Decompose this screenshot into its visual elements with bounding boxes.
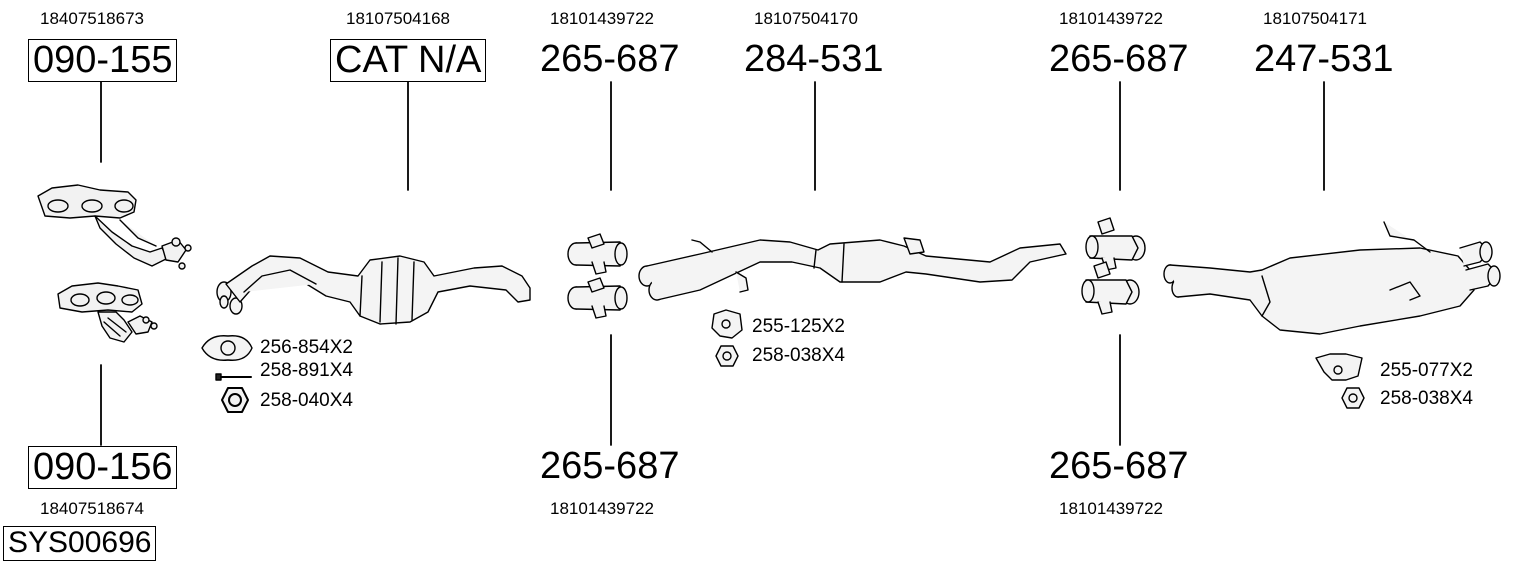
part-code-center-pipe[interactable]: 284-531 bbox=[744, 38, 884, 80]
part-code-clamp-1-upper[interactable]: 265-687 bbox=[540, 38, 680, 80]
flange-nut-icon bbox=[1341, 387, 1365, 409]
part-code-catalytic-converter[interactable]: CAT N/A bbox=[330, 39, 487, 82]
clamp-1-upper-drawing bbox=[567, 233, 628, 275]
oem-number-clamp-1-upper: 18101439722 bbox=[550, 9, 655, 28]
manifold-upper-drawing bbox=[37, 184, 192, 270]
oem-number-manifold-upper: 18407518673 bbox=[40, 9, 145, 28]
rear-muffler-drawing bbox=[1163, 221, 1501, 335]
oem-number-manifold-lower: 18407518674 bbox=[40, 499, 145, 518]
flange-nut-icon bbox=[715, 345, 739, 367]
catalytic-converter-drawing bbox=[216, 255, 531, 325]
part-code-manifold-lower[interactable]: 090-156 bbox=[28, 446, 178, 489]
oem-number-clamp-1-lower: 18101439722 bbox=[550, 499, 655, 518]
hardware-label-nut-center: 258-038X4 bbox=[752, 345, 845, 366]
clamp-2-lower-drawing bbox=[1081, 261, 1140, 315]
gasket-icon bbox=[201, 335, 253, 361]
oem-number-catalytic-converter: 18107504168 bbox=[346, 9, 451, 28]
hardware-label-bolt: 258-891X4 bbox=[260, 360, 353, 381]
hardware-label-hex-nut: 258-040X4 bbox=[260, 390, 353, 411]
hardware-label-hanger-rear: 255-077X2 bbox=[1380, 360, 1473, 381]
part-code-clamp-2-lower[interactable]: 265-687 bbox=[1049, 445, 1189, 487]
clamp-2-upper-drawing bbox=[1085, 217, 1146, 271]
oem-number-clamp-2-upper: 18101439722 bbox=[1059, 9, 1164, 28]
part-code-clamp-1-lower[interactable]: 265-687 bbox=[540, 445, 680, 487]
manifold-lower-drawing bbox=[57, 282, 158, 343]
part-code-rear-muffler[interactable]: 247-531 bbox=[1254, 38, 1394, 80]
leader-lines bbox=[100, 81, 1325, 446]
clamp-1-lower-drawing bbox=[567, 277, 628, 319]
hex-nut-icon bbox=[221, 387, 249, 413]
oem-number-clamp-2-lower: 18101439722 bbox=[1059, 499, 1164, 518]
hardware-label-nut-rear: 258-038X4 bbox=[1380, 388, 1473, 409]
rubber-hanger-icon bbox=[711, 309, 743, 339]
hardware-label-hanger-center: 255-125X2 bbox=[752, 316, 845, 337]
hardware-label-gasket: 256-854X2 bbox=[260, 337, 353, 358]
rubber-hanger-icon bbox=[1315, 353, 1363, 381]
oem-number-center-pipe: 18107504170 bbox=[754, 9, 859, 28]
part-code-manifold-upper[interactable]: 090-155 bbox=[28, 39, 178, 82]
bolt-icon bbox=[215, 373, 252, 381]
center-pipe-drawing bbox=[638, 237, 1067, 301]
oem-number-rear-muffler: 18107504171 bbox=[1263, 9, 1368, 28]
part-code-clamp-2-upper[interactable]: 265-687 bbox=[1049, 38, 1189, 80]
system-code[interactable]: SYS00696 bbox=[3, 526, 157, 561]
